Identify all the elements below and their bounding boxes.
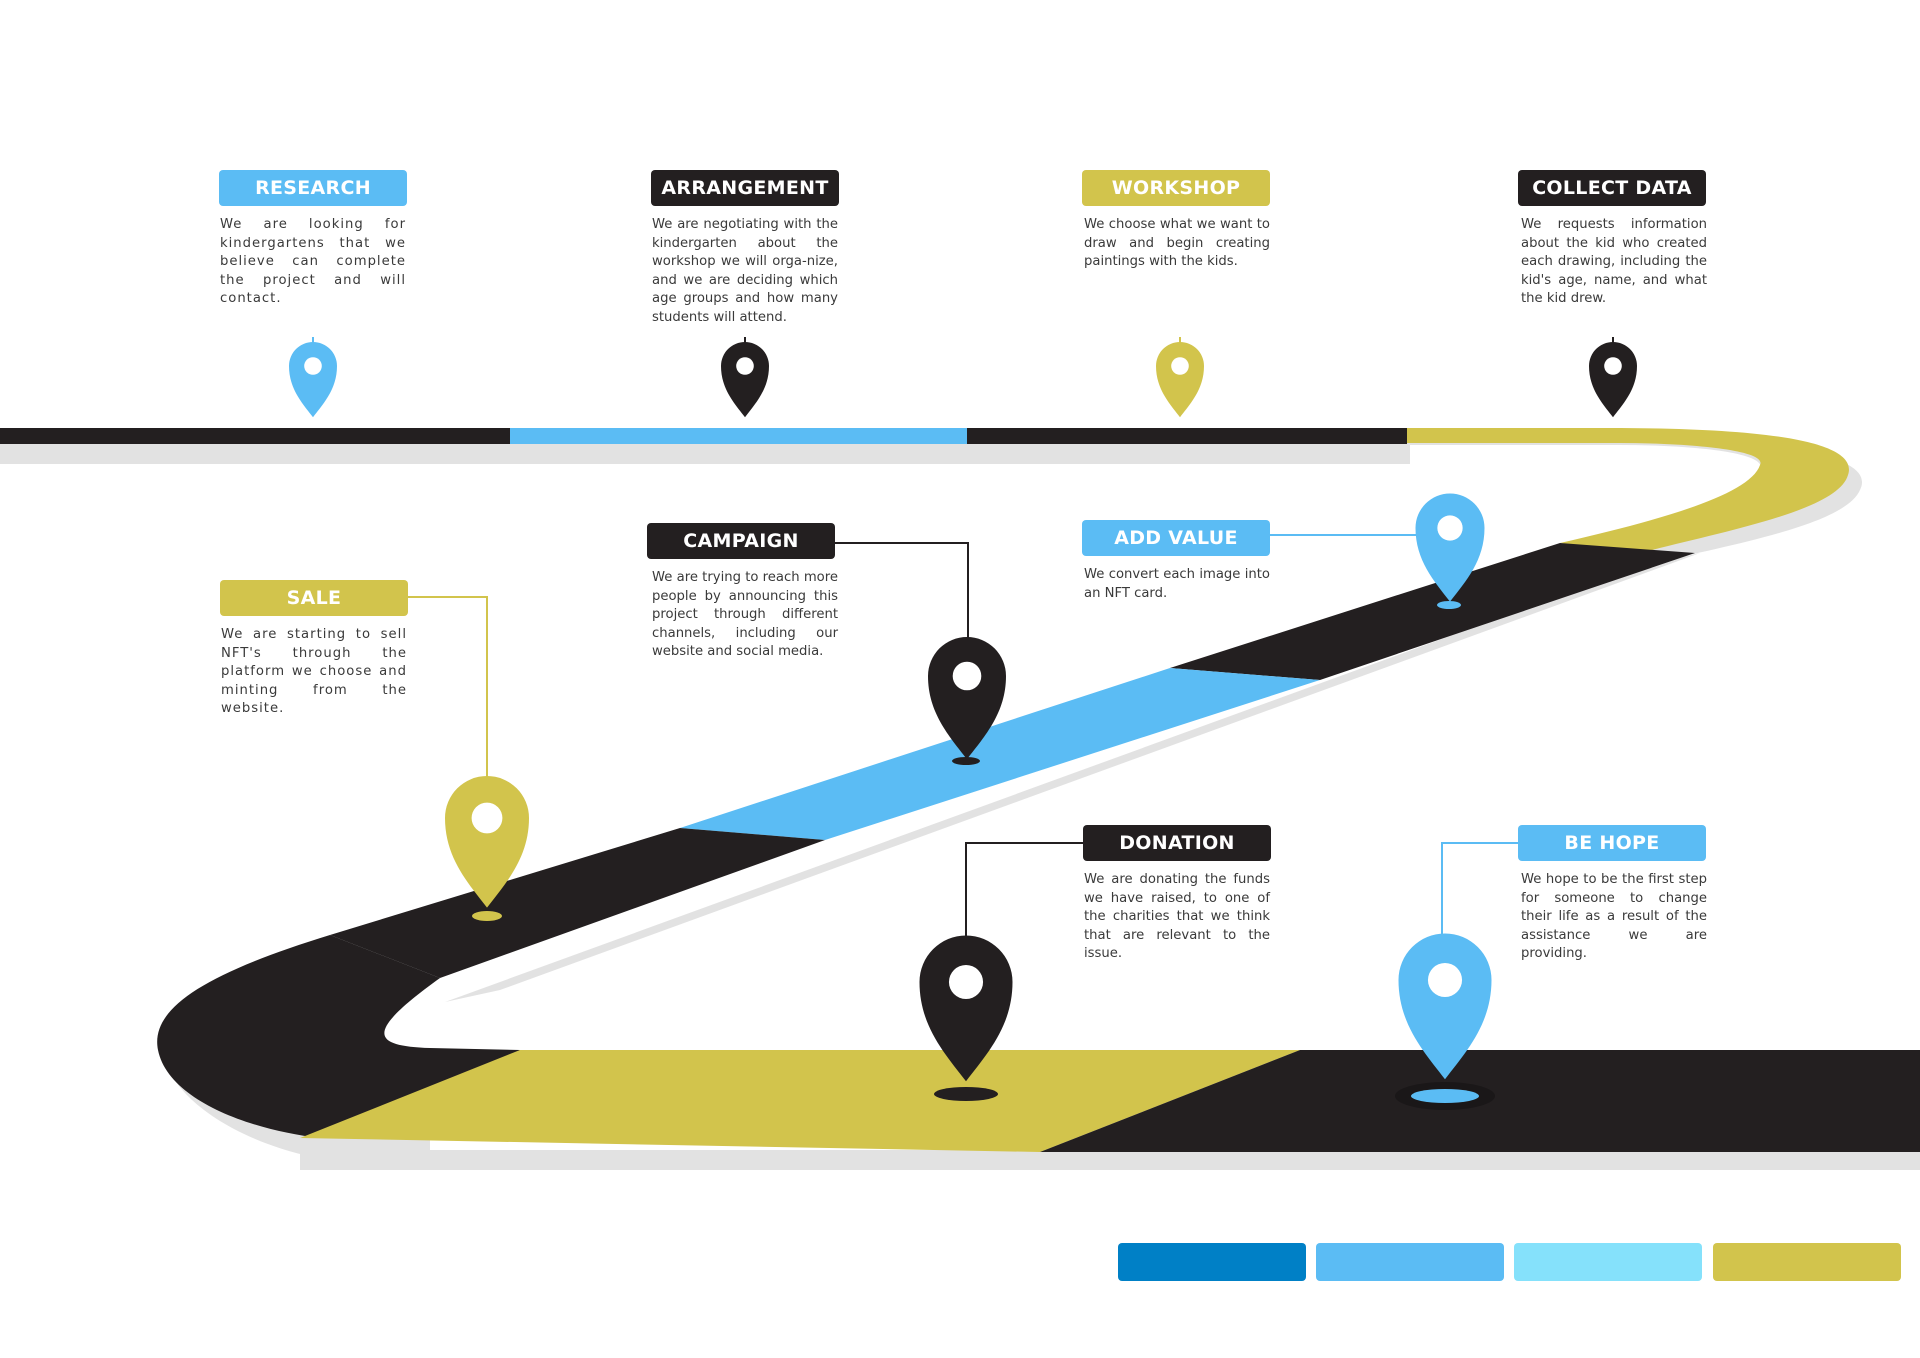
be-hope-description: We hope to be the first step for someone…	[1521, 872, 1707, 961]
top-road-black-segment	[0, 428, 510, 444]
sale-description: We are starting to sell NFT's through th…	[221, 627, 407, 716]
collect-data-label: COLLECT DATA	[1518, 170, 1706, 206]
diagonal-road	[330, 543, 1700, 1002]
donation-label: DONATION	[1083, 825, 1271, 861]
arrangement-pin-icon	[721, 342, 769, 418]
pin-shadow-sale	[472, 911, 502, 921]
collect-data-pin-icon	[1589, 342, 1637, 418]
workshop-label: WORKSHOP	[1082, 170, 1270, 206]
pin-shadow-add-value	[1437, 601, 1461, 609]
bottom-road-olive	[300, 1050, 1300, 1152]
connector-donation	[965, 842, 1083, 940]
add-value-label: ADD VALUE	[1082, 520, 1270, 556]
connector-be-hope	[1441, 842, 1518, 935]
add-value-description: We convert each image into an NFT card.	[1084, 567, 1270, 601]
research-pin-icon	[289, 342, 337, 418]
arrangement-description: We are negotiating with the kindergarten…	[652, 217, 838, 325]
collect-data-description: We requests information about the kid wh…	[1521, 217, 1707, 306]
workshop-pin-icon	[1156, 342, 1204, 418]
right-curve-olive	[1407, 428, 1849, 553]
campaign-label: CAMPAIGN	[647, 523, 835, 559]
sale-label: SALE	[220, 580, 408, 616]
campaign-description: We are trying to reach more people by an…	[652, 570, 838, 659]
top-road-black-segment-2	[967, 428, 1407, 444]
diagonal-black-upper	[1170, 543, 1695, 680]
bottom-road-shadow	[300, 1150, 1920, 1170]
connector-campaign	[835, 542, 969, 640]
workshop-description: We choose what we want to draw and begin…	[1084, 217, 1270, 269]
bottom-road	[300, 1050, 1920, 1170]
swatch-olive	[1713, 1243, 1901, 1281]
pin-shadows	[472, 601, 1495, 1110]
map-pins	[289, 342, 1637, 1082]
donation-description: We are donating the funds we have raised…	[1084, 872, 1270, 961]
swatch-dark-blue	[1118, 1243, 1306, 1281]
donation-pin-icon	[919, 935, 1013, 1082]
arrangement-label: ARRANGEMENT	[651, 170, 839, 206]
right-curve-shadow	[1407, 440, 1863, 565]
be-hope-pin-icon	[1398, 933, 1492, 1080]
top-road	[0, 428, 1410, 464]
pin-shadow-campaign	[952, 757, 980, 765]
connector-sale	[407, 596, 488, 780]
sale-pin-icon	[445, 776, 529, 908]
right-curve	[1407, 428, 1863, 565]
be-hope-label: BE HOPE	[1518, 825, 1706, 861]
top-road-blue-segment	[510, 428, 967, 444]
swatch-blue	[1316, 1243, 1504, 1281]
research-description: We are looking for kindergartens that we…	[220, 217, 406, 306]
add-value-pin-icon	[1415, 493, 1485, 602]
swatch-light-blue	[1514, 1243, 1702, 1281]
pin-shadow-be-hope	[1411, 1089, 1479, 1103]
campaign-pin-icon	[928, 637, 1006, 760]
diagonal-blue	[680, 668, 1320, 840]
diagonal-road-shadow	[445, 553, 1700, 1002]
diagonal-black-lower	[330, 828, 825, 990]
research-label: RESEARCH	[219, 170, 407, 206]
pin-shadow-donation	[934, 1087, 998, 1101]
